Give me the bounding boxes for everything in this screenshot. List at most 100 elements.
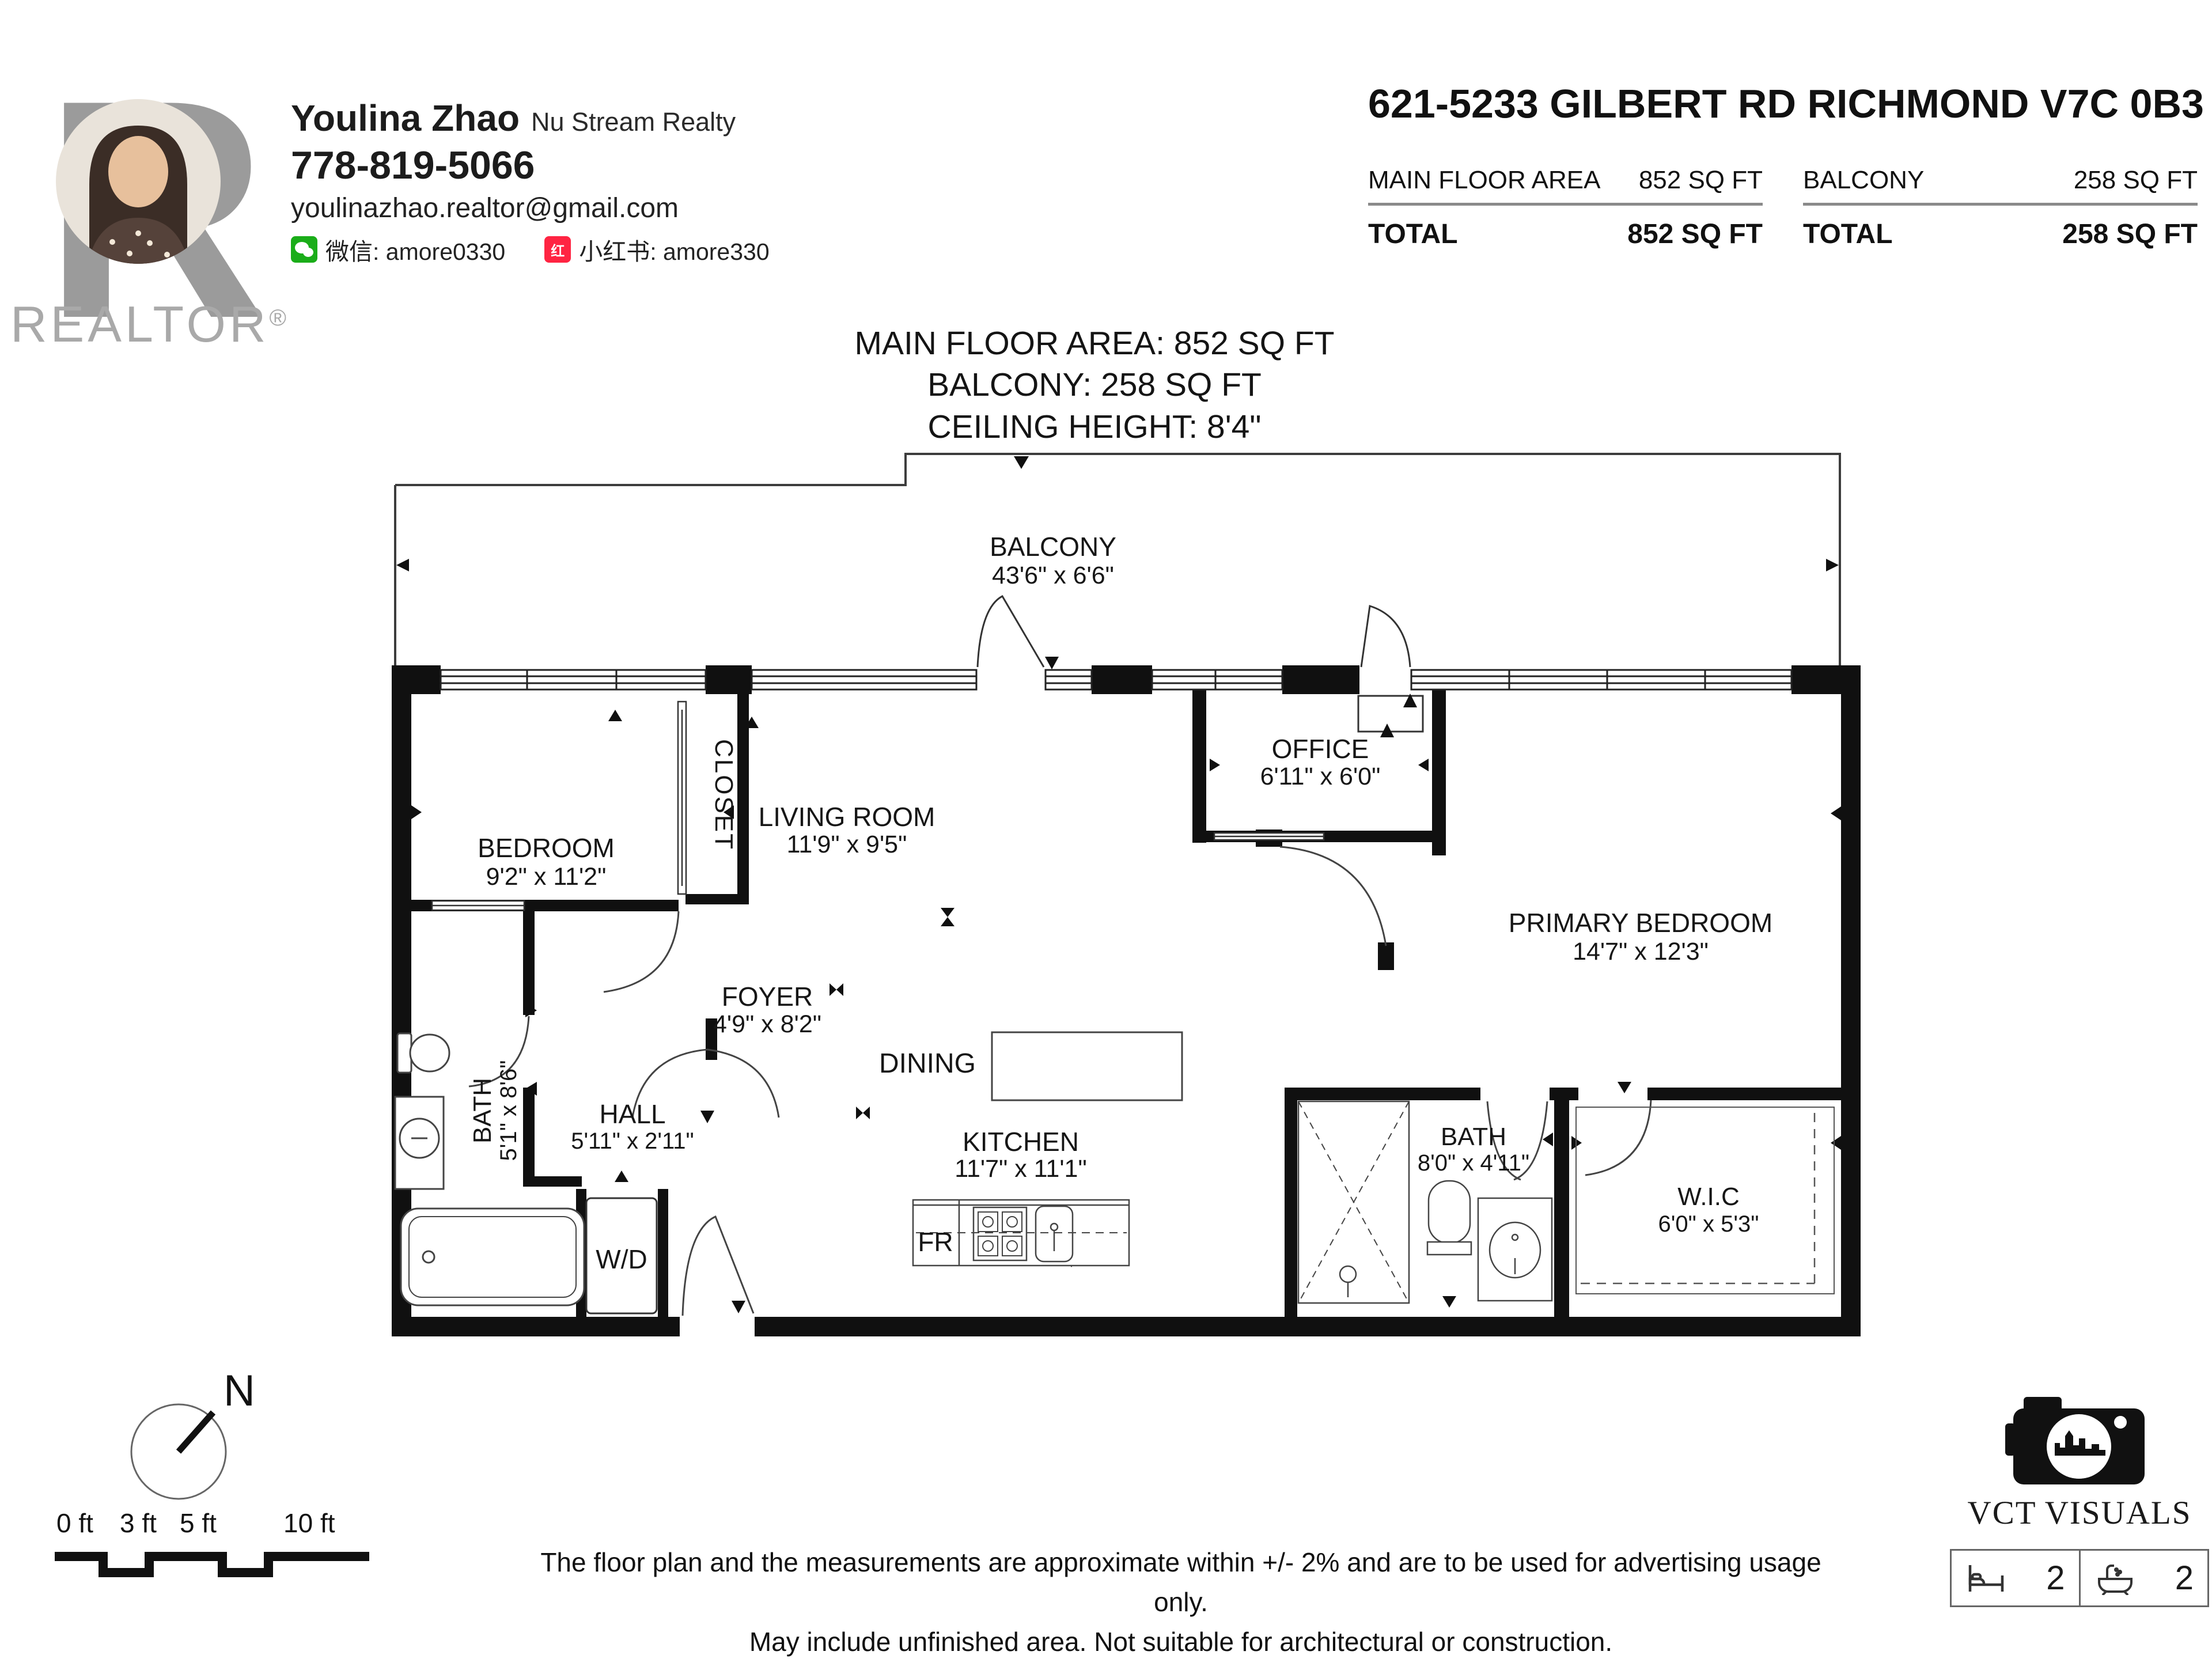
summary-balcony: BALCONY: 258 SQ FT [927, 366, 1262, 404]
burners [978, 1211, 1022, 1256]
sink-right [1488, 1221, 1541, 1279]
kitchen-dims: 11'7" x 11'1" [955, 1155, 1086, 1183]
scale-3: 3 ft [120, 1508, 157, 1538]
wic-shelving [1575, 1107, 1835, 1294]
area-col-main: MAIN FLOOR AREA 852 SQ FT TOTAL 852 SQ F… [1368, 162, 1763, 258]
area-table: MAIN FLOOR AREA 852 SQ FT TOTAL 852 SQ F… [1368, 162, 2198, 258]
north-compass: N [130, 1366, 255, 1500]
vct-branding: VCT VISUALS 2 [1950, 1385, 2209, 1607]
bath-left-dims: 5'1" x 8'6" [496, 1060, 521, 1161]
xiaohongshu-icon: 红 [544, 236, 571, 263]
living-room-dims: 11'9" x 9'5" [787, 831, 907, 858]
wechat-icon [291, 236, 317, 263]
balcony-dims: 43'6" x 6'6" [992, 562, 1114, 589]
agent-xiaohongshu: 小红书: amore330 [579, 238, 770, 265]
main-total-label: TOTAL [1368, 219, 1458, 249]
dining-label: DINING [879, 1048, 976, 1079]
balcony-total-value: 258 SQ FT [2062, 219, 2198, 249]
balcony-label: BALCONY [990, 532, 1116, 562]
camera-icon [2005, 1397, 2145, 1484]
balcony-value: 258 SQ FT [2073, 166, 2198, 194]
bath-icon [2097, 1564, 2133, 1595]
bath-right-fixtures [1297, 1100, 1553, 1304]
dimension-markers [411, 710, 1841, 1313]
hall-label: HALL [599, 1099, 665, 1129]
kitchen-label: KITCHEN [963, 1127, 1079, 1157]
office-dims: 6'11" x 6'0" [1260, 763, 1381, 790]
living-room-label: LIVING ROOM [759, 802, 935, 832]
washer-dryer-box [585, 1197, 658, 1315]
door-marker [1045, 657, 1059, 669]
bath-left-fixtures [394, 1032, 585, 1306]
dining-island [991, 1031, 1183, 1101]
windows [440, 669, 1793, 691]
scale-bar-line [55, 1552, 369, 1577]
kitchen-counter [912, 1199, 1130, 1267]
foyer-dims: 4'9" x 8'2" [713, 1010, 821, 1038]
studio-name: VCT VISUALS [1967, 1495, 2192, 1531]
bath-count-cell: 2 [2078, 1551, 2208, 1605]
listing-address: 621-5233 GILBERT RD RICHMOND V7C 0B3 [1368, 81, 2204, 126]
agent-name: Youlina Zhao [291, 97, 520, 139]
room-labels: BALCONY 43'6" x 6'6" BEDROOM 9'2" x 11'2… [468, 532, 1772, 1274]
primary-bedroom-dims: 14'7" x 12'3" [1573, 938, 1709, 965]
scale-5: 5 ft [180, 1508, 217, 1538]
office-sliding-door [1213, 832, 1325, 841]
bedroom-dims: 9'2" x 11'2" [486, 863, 607, 891]
scale-10: 10 ft [283, 1508, 335, 1538]
main-floor-label: MAIN FLOOR AREA [1368, 166, 1601, 194]
camera-highlight [2114, 1416, 2127, 1429]
bed-count-cell: 2 [1952, 1551, 2079, 1605]
balcony-label: BALCONY [1803, 166, 1925, 194]
fridge-label: FR [918, 1227, 953, 1257]
shoulders [86, 218, 190, 264]
main-floor-value: 852 SQ FT [1638, 166, 1763, 194]
agent-email: youlinazhao.realtor@gmail.com [291, 193, 679, 224]
disclaimer-line2: May include unfinished area. Not suitabl… [749, 1627, 1613, 1657]
toilet-bowl [409, 1033, 450, 1073]
bed-count: 2 [2046, 1559, 2065, 1597]
bed-bath-table: 2 2 [1950, 1549, 2209, 1607]
north-label: N [224, 1366, 255, 1415]
balcony-door-2 [1357, 605, 1424, 737]
scale-bar: 0 ft 3 ft 5 ft 10 ft [55, 1508, 369, 1577]
compass-circle [130, 1403, 227, 1500]
realtor-wordmark: REALTOR® [10, 295, 290, 354]
balcony-dimension-arrows [396, 456, 1839, 571]
face [108, 136, 168, 207]
bedroom-sliding-door [431, 900, 525, 911]
agent-info: Youlina Zhao Nu Stream Realty 778-819-50… [291, 97, 770, 267]
toilet-tank [396, 1032, 412, 1074]
xiaohongshu-glyph: 红 [551, 243, 565, 259]
balcony-door [976, 595, 1045, 668]
area-col-balcony: BALCONY 258 SQ FT TOTAL 258 SQ FT [1803, 162, 2198, 258]
agent-photo [56, 99, 221, 264]
lens-skyline [2047, 1430, 2111, 1479]
agent-wechat: 微信: amore0330 [325, 238, 506, 265]
scale-0: 0 ft [56, 1508, 93, 1538]
summary-main-floor: MAIN FLOOR AREA: 852 SQ FT [854, 325, 1335, 362]
disclaimer-line1: The floor plan and the measurements are … [540, 1547, 1821, 1617]
tub-drain [422, 1250, 435, 1264]
bath-right-label: BATH [1441, 1123, 1506, 1151]
registered-mark: ® [269, 305, 290, 331]
office-label: OFFICE [1272, 734, 1369, 764]
agent-phone: 778-819-5066 [291, 143, 535, 187]
compass-needle [176, 1410, 216, 1454]
realtor-wordmark-text: REALTOR [10, 296, 270, 353]
summary-ceiling: CEILING HEIGHT: 8'4" [927, 408, 1262, 445]
closet-label: CLOSET [710, 739, 738, 851]
bath-count: 2 [2175, 1559, 2194, 1597]
wic-dims: 6'0" x 5'3" [1658, 1211, 1759, 1237]
main-total-value: 852 SQ FT [1627, 219, 1763, 249]
agent-brokerage: Nu Stream Realty [531, 107, 736, 137]
bedroom-label: BEDROOM [478, 833, 615, 863]
toilet-right [1427, 1180, 1471, 1244]
bed-icon [1968, 1565, 2004, 1592]
wd-label: W/D [596, 1244, 647, 1274]
balcony-outline [394, 453, 1841, 665]
address-block: 621-5233 GILBERT RD RICHMOND V7C 0B3 MAI… [1368, 81, 2204, 258]
disclaimer: The floor plan and the measurements are … [536, 1543, 1826, 1659]
closet-sliding-door [677, 700, 687, 895]
